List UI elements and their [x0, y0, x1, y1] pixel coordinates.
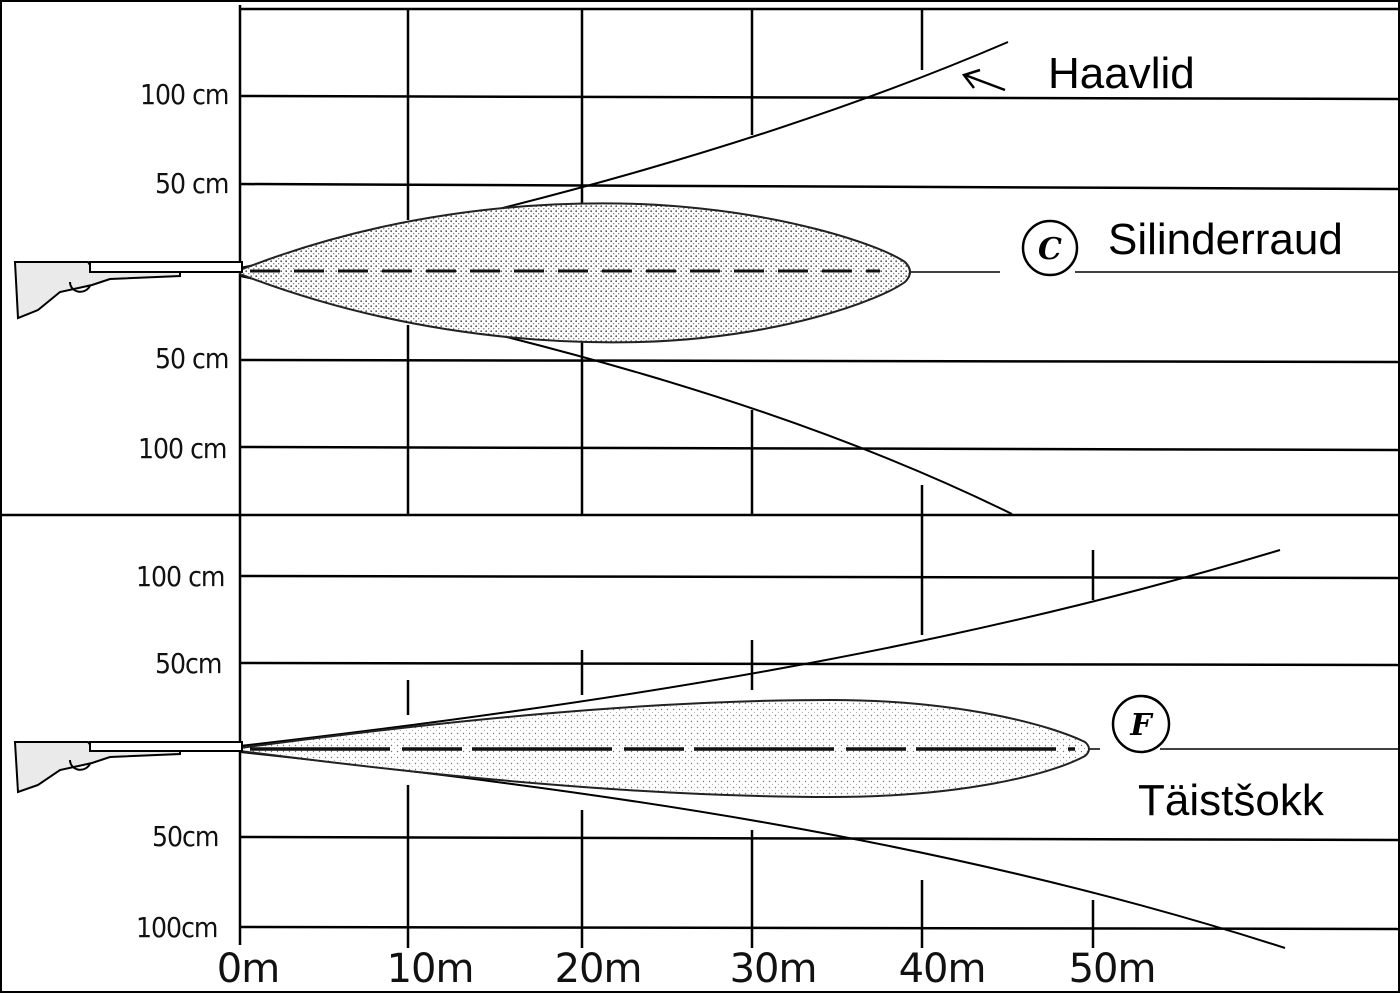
- shotgun-icon: [13, 741, 243, 794]
- shotgun-icon: [13, 261, 243, 320]
- x-label-20m: 20m: [555, 946, 642, 992]
- x-label-50m: 50m: [1069, 946, 1156, 992]
- x-axis-labels: 0m 10m 20m 30m 40m 50m: [217, 946, 1157, 992]
- upper-y-label-100-top: 100 cm: [140, 78, 228, 111]
- svg-text:C: C: [1038, 232, 1062, 267]
- x-label-40m: 40m: [899, 946, 986, 992]
- svg-text:F: F: [1129, 708, 1154, 743]
- upper-panel: 100 cm 50 cm 50 cm 100 cm Haavlid C Sili…: [13, 5, 1400, 515]
- choke-label-cylinder: Silinderraud: [1108, 215, 1343, 264]
- x-label-10m: 10m: [387, 946, 474, 992]
- lower-y-label-100-bottom: 100cm: [136, 911, 217, 944]
- pattern-label: Haavlid: [1048, 49, 1195, 98]
- x-label-0m: 0m: [217, 946, 279, 992]
- upper-y-label-50-bottom: 50 cm: [155, 342, 228, 375]
- lower-y-label-50-bottom: 50cm: [152, 820, 218, 853]
- arrow-icon: [961, 68, 1006, 92]
- upper-y-label-100-bottom: 100 cm: [138, 432, 226, 465]
- choke-badge-cylinder: C: [1021, 219, 1079, 277]
- choke-badge-full: F: [1111, 694, 1171, 754]
- x-label-30m: 30m: [730, 946, 817, 992]
- lower-y-label-50-top: 50cm: [155, 647, 221, 680]
- choke-label-full: Täistšokk: [1138, 776, 1325, 825]
- upper-y-label-50-top: 50 cm: [155, 167, 228, 200]
- lower-grid: [238, 515, 1400, 948]
- upper-shot-cloud: [239, 202, 911, 344]
- lower-y-label-100-top: 100 cm: [136, 560, 224, 593]
- lower-spread-top-line: [239, 549, 1281, 747]
- lower-panel: 100 cm 50cm 50cm 100cm F Täistšokk: [13, 515, 1400, 949]
